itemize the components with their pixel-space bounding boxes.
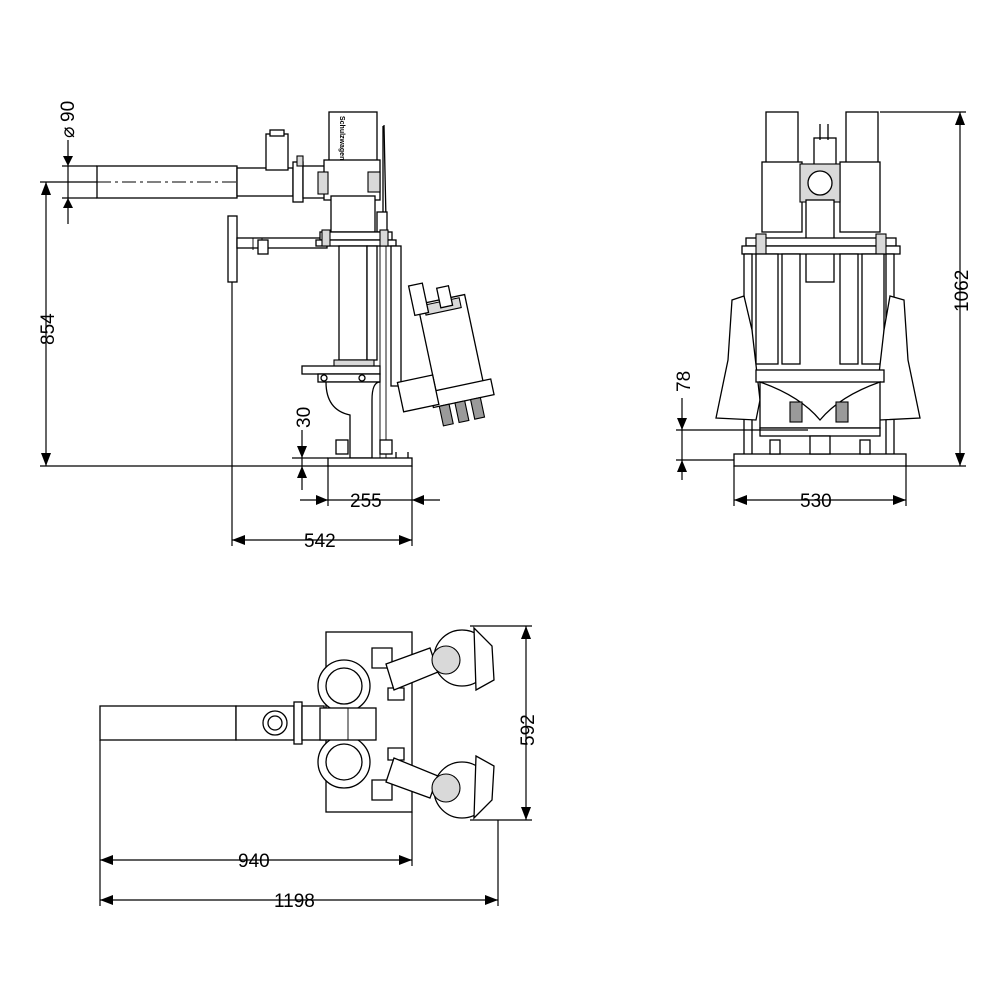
plan-inlet-pipe [99, 701, 325, 745]
dim-pipe-diameter: 90 [58, 101, 79, 122]
dim-overall-depth-side: 542 [304, 531, 336, 552]
side-lower-flange [301, 365, 393, 459]
front-upper-flange [741, 233, 901, 255]
plan-pump-arms [385, 647, 439, 799]
plan-view [99, 626, 495, 820]
dim-float-height-front: 78 [674, 371, 695, 392]
front-submersible-pumps [715, 295, 921, 437]
side-column-tubes [333, 245, 402, 460]
front-pump-motors [761, 111, 881, 283]
plan-flanges [317, 647, 405, 801]
side-upper-flange [315, 229, 397, 247]
dimension-labels: ⌀ 90 854 30 255 542 1062 78 530 592 940 … [38, 101, 973, 912]
side-base-plate [327, 452, 413, 467]
dim-bottom-clearance: 30 [294, 407, 315, 428]
dim-pipe-diameter-symbol: ⌀ [58, 127, 79, 138]
dim-overall-height-front: 1062 [952, 270, 973, 312]
side-submersible-pump [396, 282, 495, 427]
dim-plan-width: 592 [518, 714, 539, 746]
side-discharge-support [227, 215, 328, 283]
front-base-plate [733, 435, 907, 467]
pump-brand-label: Schulzwagen [338, 116, 345, 160]
plan-pumps [431, 626, 495, 820]
dimension-lines [40, 111, 966, 906]
dim-base-width-side: 255 [350, 491, 382, 512]
dim-plan-overall-length: 1198 [274, 891, 315, 912]
front-view [715, 111, 921, 467]
dim-plan-inlet-length: 940 [238, 851, 270, 872]
dim-inlet-height: 854 [38, 313, 59, 345]
dim-base-width-front: 530 [800, 491, 832, 512]
side-inlet-pipe [96, 129, 328, 203]
side-pump-motor: Schulzwagen [317, 111, 388, 233]
